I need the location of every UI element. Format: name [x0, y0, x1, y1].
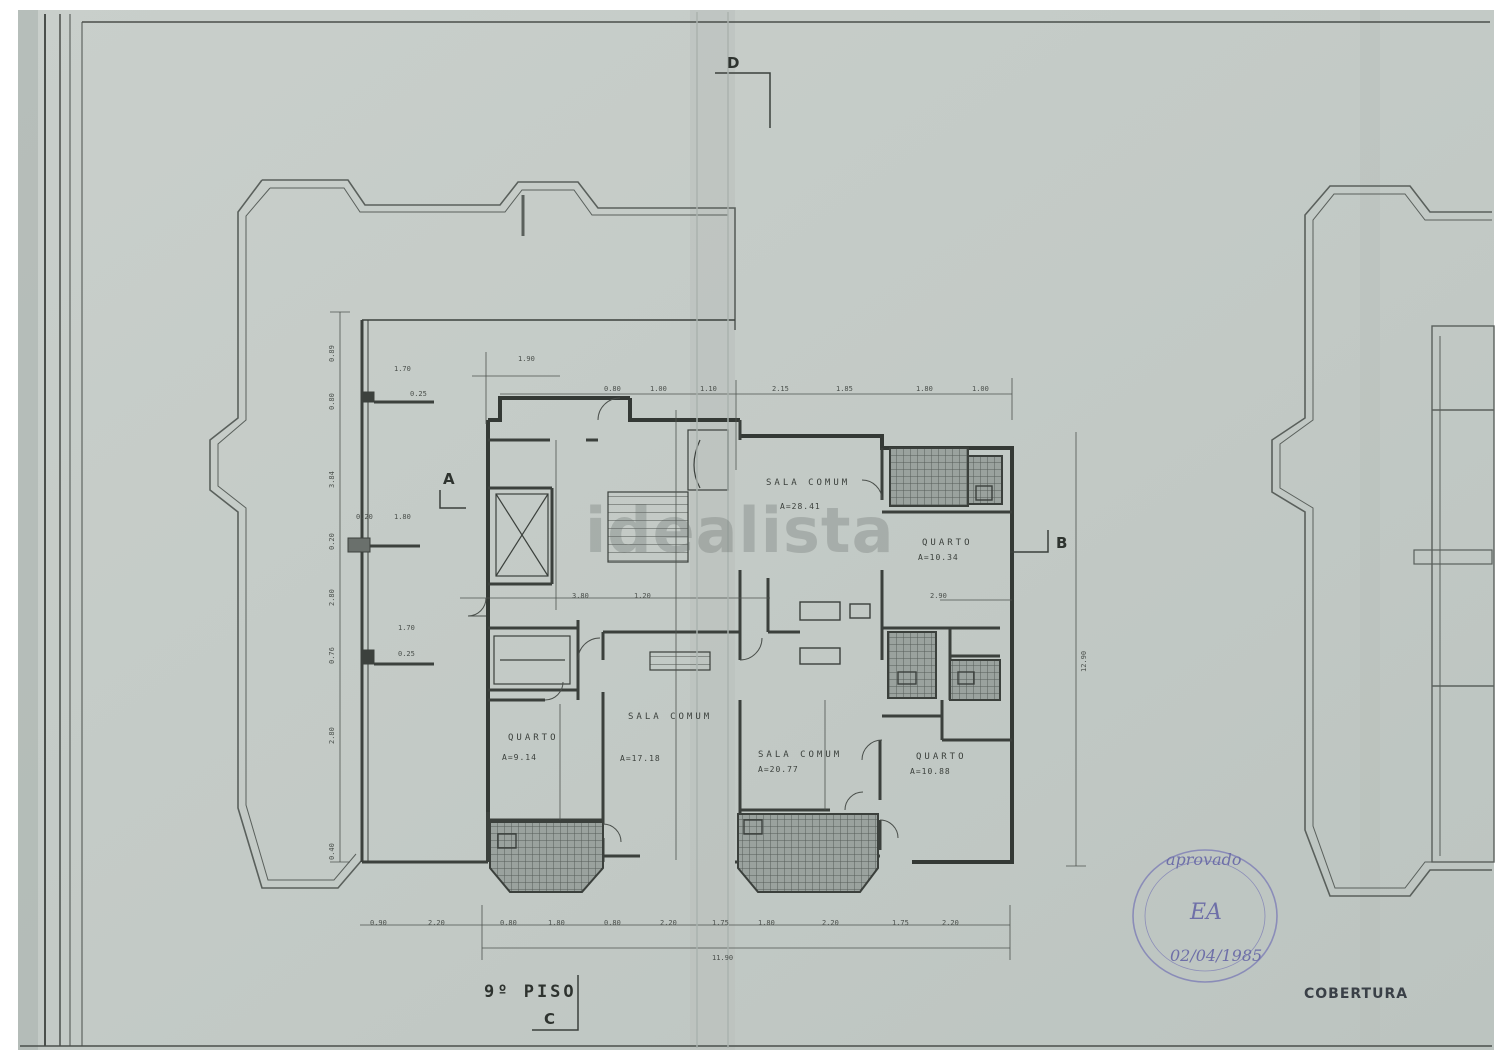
dim-top-5: 1.85: [836, 385, 853, 393]
dim-bottom-2: 2.20: [428, 919, 445, 927]
paper-edge-left: [18, 10, 38, 1050]
dim-bottom-10: 1.75: [892, 919, 909, 927]
dim-top-7: 1.00: [972, 385, 989, 393]
terrace-outline: [209, 179, 736, 889]
watermark: idealista: [585, 494, 895, 567]
floor-title: 9º PISO: [484, 982, 577, 1002]
dim-bottom-3: 0.80: [500, 919, 517, 927]
section-markers: [439, 72, 1049, 1031]
west-balcony: [347, 319, 735, 864]
dim-misc-1: 1.70: [394, 365, 411, 373]
room-area-sala-comum-2: A=17.18: [620, 754, 661, 763]
dim-top-3: 1.10: [700, 385, 717, 393]
dim-misc-2: 0.25: [410, 390, 427, 398]
room-area-quarto-3: A=10.88: [910, 767, 951, 776]
dim-left-6: 0.76: [328, 647, 336, 664]
dim-bottom-7: 1.75: [712, 919, 729, 927]
drawing-frame: [20, 14, 1492, 1047]
dim-misc-8: 3.80: [572, 592, 589, 600]
fixtures: [497, 485, 993, 849]
fold-shade-right: [1360, 10, 1380, 1050]
dim-left-1: 0.89: [328, 345, 336, 362]
room-label-sala-comum-1: SALA COMUM: [766, 478, 851, 488]
dim-misc-4: 0.20: [356, 513, 373, 521]
room-label-sala-comum-3: SALA COMUM: [758, 750, 843, 760]
dim-top-2: 1.00: [650, 385, 667, 393]
room-area-quarto-2: A=9.14: [502, 753, 537, 762]
room-label-quarto-1: QUARTO: [922, 538, 973, 548]
section-marker-bottom: C: [544, 1010, 556, 1028]
dim-misc-10: 2.90: [930, 592, 947, 600]
room-area-sala-comum-3: A=20.77: [758, 765, 799, 774]
stamp-text-initials: EA: [1190, 900, 1222, 925]
dim-left-2: 0.80: [328, 393, 336, 410]
room-label-quarto-2: QUARTO: [508, 733, 559, 743]
roof-outline-right: [1271, 185, 1495, 897]
dim-top-4: 2.15: [772, 385, 789, 393]
dim-bottom-5: 0.80: [604, 919, 621, 927]
dim-misc-5: 1.70: [398, 624, 415, 632]
dim-misc-7: 1.90: [518, 355, 535, 363]
dim-left-7: 2.80: [328, 727, 336, 744]
room-area-sala-comum-1: A=28.41: [780, 502, 821, 511]
dim-bottom-9: 2.20: [822, 919, 839, 927]
section-title-cobertura: COBERTURA: [1304, 986, 1409, 1002]
dim-bottom-1: 0.90: [370, 919, 387, 927]
dim-misc-9: 1.20: [634, 592, 651, 600]
room-area-quarto-1: A=10.34: [918, 553, 959, 562]
dim-right-total: 12.90: [1080, 650, 1088, 672]
dimension-lines: [330, 311, 1086, 960]
dim-left-8: 0.40: [328, 843, 336, 860]
fold-lines: [696, 12, 729, 1048]
dim-misc-3: 1.80: [394, 513, 411, 521]
dim-top-6: 1.80: [916, 385, 933, 393]
dim-bottom-8: 1.80: [758, 919, 775, 927]
stamp-text-date: 02/04/1985: [1170, 946, 1263, 965]
dim-bottom-total: 11.90: [712, 954, 734, 962]
dim-top-1: 0.80: [604, 385, 621, 393]
section-marker-top: D: [727, 54, 740, 72]
dim-bottom-6: 2.20: [660, 919, 677, 927]
section-marker-right: B: [1056, 534, 1068, 552]
tiled-areas: [489, 447, 1003, 893]
dim-left-5: 2.80: [328, 589, 336, 606]
room-label-sala-comum-2: SALA COMUM: [628, 712, 713, 722]
stamp-text-approved: aprovado: [1166, 850, 1242, 869]
approval-stamp: [1132, 849, 1278, 983]
room-label-quarto-3: QUARTO: [916, 752, 967, 762]
section-marker-left: A: [443, 470, 455, 488]
dim-bottom-11: 2.20: [942, 919, 959, 927]
dim-left-4: 0.20: [328, 533, 336, 550]
dim-left-3: 3.84: [328, 471, 336, 488]
dim-bottom-4: 1.80: [548, 919, 565, 927]
doors: [467, 397, 899, 843]
stairs: [493, 429, 729, 685]
dim-misc-6: 0.25: [398, 650, 415, 658]
